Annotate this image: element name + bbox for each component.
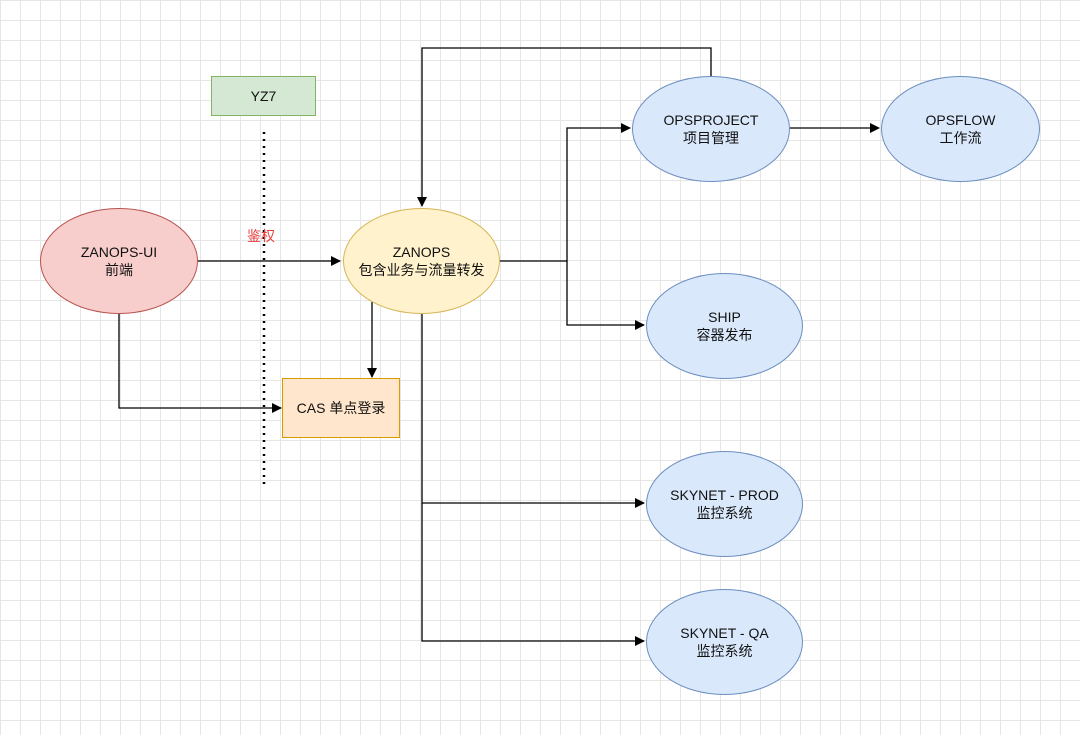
- zanops-title: ZANOPS: [392, 244, 451, 260]
- cas-node[interactable]: CAS 单点登录: [282, 378, 400, 438]
- zanops-ui-node[interactable]: ZANOPS-UI 前端: [40, 208, 198, 314]
- edge-opsproject-to-zanops: [417, 47, 712, 207]
- edge-zanops-to-skynet-qa: [421, 503, 645, 646]
- opsproject-title: OPSPROJECT: [663, 112, 759, 128]
- skynet-qa-subtitle: 监控系统: [696, 643, 753, 659]
- skynet-prod-subtitle: 监控系统: [696, 505, 753, 521]
- opsflow-title: OPSFLOW: [925, 112, 996, 128]
- zanops-subtitle: 包含业务与流量转发: [358, 262, 485, 278]
- skynet-prod-node[interactable]: SKYNET - PROD 监控系统: [646, 451, 803, 557]
- opsflow-subtitle: 工作流: [939, 130, 982, 146]
- zanops-node[interactable]: ZANOPS 包含业务与流量转发: [343, 208, 500, 314]
- edge-ui-to-cas: [118, 313, 282, 413]
- edge-zanops-to-ship: [566, 261, 645, 330]
- opsproject-subtitle: 项目管理: [683, 130, 739, 146]
- skynet-qa-title: SKYNET - QA: [680, 625, 769, 641]
- skynet-prod-title: SKYNET - PROD: [670, 487, 779, 503]
- opsproject-node[interactable]: OPSPROJECT 项目管理: [632, 76, 790, 182]
- ship-subtitle: 容器发布: [696, 327, 753, 343]
- skynet-qa-node[interactable]: SKYNET - QA 监控系统: [646, 589, 803, 695]
- yz7-label: YZ7: [250, 88, 277, 104]
- zanops-ui-title: ZANOPS-UI: [80, 244, 158, 260]
- ship-title: SHIP: [708, 309, 741, 325]
- auth-label: 鉴权: [247, 228, 275, 244]
- ship-node[interactable]: SHIP 容器发布: [646, 273, 803, 379]
- opsflow-node[interactable]: OPSFLOW 工作流: [881, 76, 1040, 182]
- edge-zanops-to-skynet-prod: [421, 313, 645, 508]
- cas-label: CAS 单点登录: [296, 400, 386, 416]
- edge-zanops-to-opsproject: [500, 123, 631, 262]
- yz7-node[interactable]: YZ7: [211, 76, 316, 116]
- zanops-ui-subtitle: 前端: [105, 262, 133, 278]
